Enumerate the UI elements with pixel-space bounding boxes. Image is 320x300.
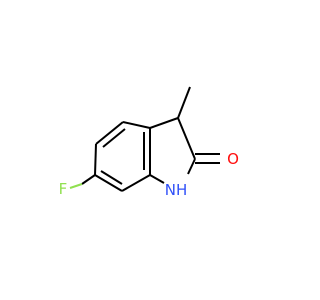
bond-c3a-c3 — [149, 117, 179, 129]
bond-c7a-n1 — [149, 174, 165, 184]
bond-c6-f-color — [69, 183, 83, 189]
fluorine-label: F — [59, 180, 68, 198]
bond-c4-c5-inner — [102, 128, 126, 148]
oxygen-label: O — [227, 150, 239, 168]
bond-c5-c6 — [94, 143, 97, 176]
bond-c3-methyl — [177, 86, 191, 119]
bond-c6-c7-inner — [100, 170, 123, 185]
bond-n1-c2 — [187, 158, 196, 175]
bond-c6-f — [81, 174, 96, 185]
bond-c7-c7a — [121, 174, 151, 192]
molecule-structure-diagram: F O NH — [58, 86, 239, 199]
bond-c6-c7 — [94, 174, 123, 192]
bond-c3a-c4 — [122, 121, 151, 129]
nitrogen-label: NH — [165, 181, 188, 199]
bond-c3-c2 — [177, 117, 196, 160]
bond-c4-c5 — [95, 121, 124, 145]
